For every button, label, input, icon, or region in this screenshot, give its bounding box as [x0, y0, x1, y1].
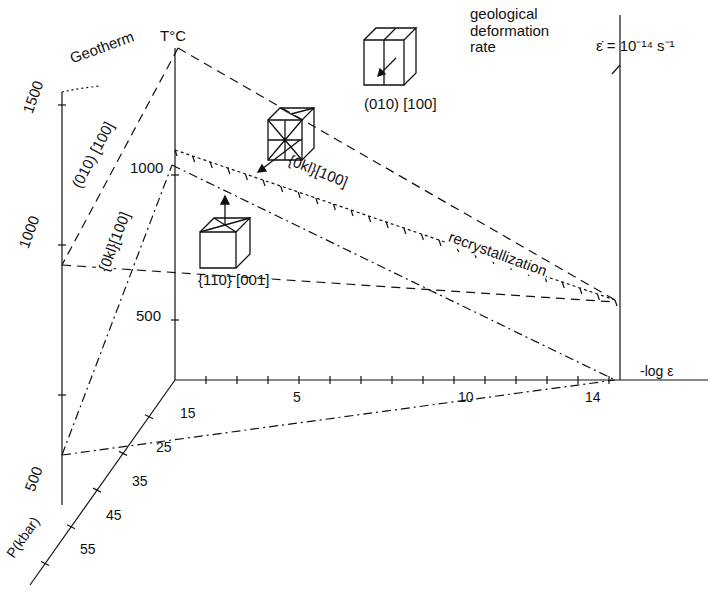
axis-title: T°C [160, 28, 186, 45]
tick-value: 1500 [20, 79, 47, 116]
tick-value: 10 [458, 390, 474, 405]
rate-value: ε̇ = 10⁻¹⁴ s⁻¹ [596, 38, 675, 55]
tick-value: 25 [156, 440, 172, 455]
axis-title: P(kbar) [4, 514, 43, 560]
slip-system-label: {110} [001] [198, 272, 269, 289]
tick-value: 500 [22, 464, 46, 493]
tick-value: 35 [132, 474, 148, 489]
axis-note: geological deformation rate [470, 6, 562, 56]
tick-value: 500 [136, 308, 161, 325]
tick-value: 14 [585, 390, 601, 405]
surface-label: {0kl}[100] [95, 208, 134, 276]
axis-title: -log ε [640, 364, 673, 379]
surface-label: (010) [100] [68, 117, 119, 192]
slip-system-label: (010) [100] [364, 96, 437, 113]
tick-value: 1000 [130, 160, 163, 177]
tick-value: 45 [106, 508, 122, 523]
tick-value: 15 [180, 406, 196, 421]
tick-value: 55 [80, 542, 96, 557]
curve-label: Geotherm [66, 28, 138, 68]
slip-system-label: {0kl}[100] [286, 152, 350, 191]
tick-value: 5 [293, 390, 301, 405]
tick-value: 1000 [16, 214, 43, 251]
